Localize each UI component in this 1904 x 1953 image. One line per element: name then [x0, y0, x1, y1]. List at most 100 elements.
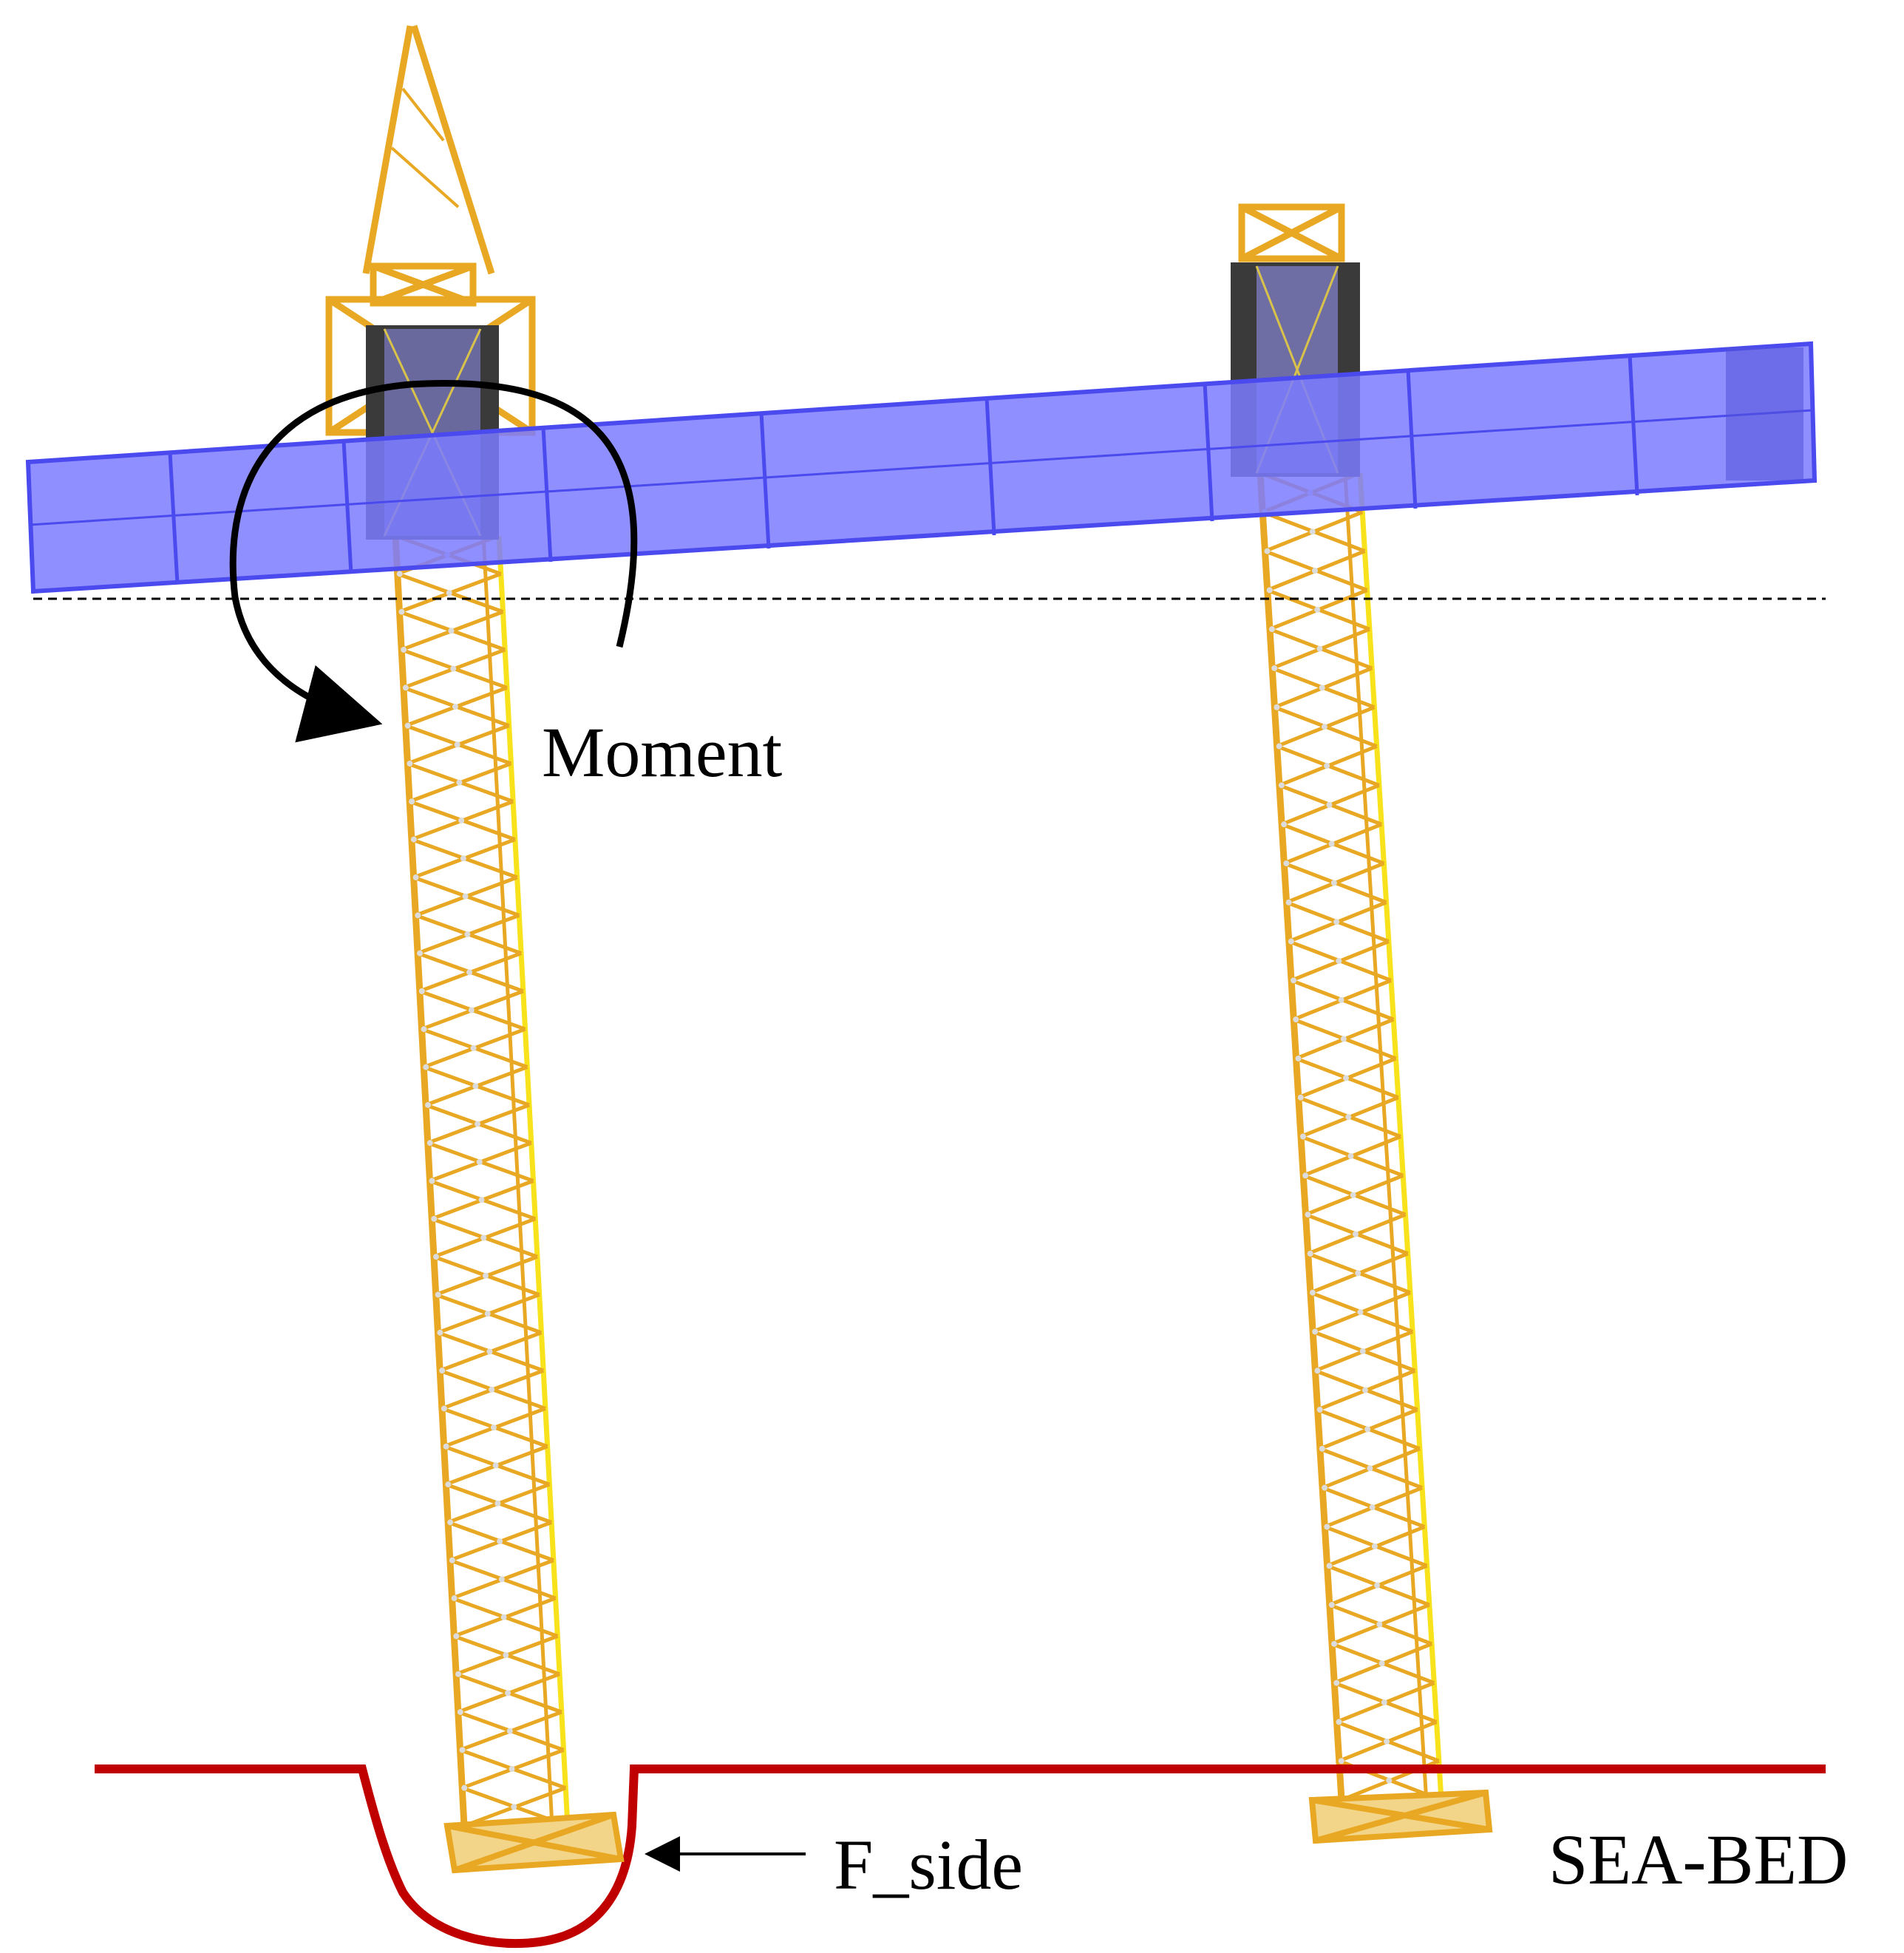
leg-node — [476, 1158, 483, 1165]
leg-node — [1328, 840, 1335, 847]
leg-node — [1319, 685, 1325, 691]
leg-node — [426, 1140, 433, 1147]
leg-node — [396, 571, 403, 577]
leg-node — [1384, 1738, 1390, 1745]
leg-node — [404, 722, 411, 729]
leg-node — [443, 1443, 449, 1450]
leg-node — [410, 836, 417, 843]
leg-node — [1350, 1192, 1356, 1198]
leg-node — [1285, 899, 1292, 906]
leg-node — [1343, 1075, 1350, 1081]
leg-node — [1312, 1328, 1319, 1335]
leg-node — [1328, 1602, 1335, 1609]
leg-node — [1316, 645, 1323, 652]
leg-node — [1283, 860, 1290, 866]
leg-node — [432, 1254, 439, 1260]
leg-node — [450, 665, 457, 672]
leg-node — [1359, 1348, 1366, 1354]
leg-node — [1293, 1016, 1299, 1023]
leg-node — [466, 969, 473, 976]
leg-node — [468, 1007, 475, 1013]
leg-node — [1291, 977, 1297, 984]
leg-node — [455, 1671, 462, 1677]
leg-node — [1355, 1270, 1361, 1277]
leg-node — [1386, 1777, 1393, 1784]
leg-node — [1326, 801, 1333, 808]
leg-node — [1381, 1699, 1387, 1706]
leg-node — [1300, 1133, 1306, 1140]
leg-node — [449, 1557, 455, 1563]
leg-node — [418, 988, 425, 994]
leg-node — [500, 1614, 507, 1620]
seabed-line — [95, 1765, 1826, 1949]
leg-node — [472, 1083, 479, 1090]
leg-node — [486, 1348, 493, 1355]
moment-arrow — [229, 380, 638, 743]
leg-node — [1305, 1212, 1311, 1218]
leg-node — [1271, 665, 1278, 671]
leg-node — [452, 703, 458, 710]
leg-node — [435, 1291, 441, 1298]
leg-node — [1369, 1504, 1376, 1511]
leg-node — [482, 1272, 489, 1279]
leg-node — [1281, 821, 1288, 828]
leg-node — [425, 1101, 432, 1108]
leg-node — [421, 1026, 427, 1033]
leg-node — [1371, 1543, 1378, 1549]
leg-node — [480, 1234, 487, 1241]
f-side-label: F_side — [834, 1825, 1023, 1904]
left-leg-lattice — [392, 533, 571, 1828]
leg-node — [1347, 1152, 1354, 1159]
leg-node — [1345, 1114, 1352, 1121]
leg-node — [409, 798, 415, 805]
leg-node — [407, 760, 413, 767]
right-leg-footing — [1308, 1789, 1493, 1844]
leg-node — [1367, 1465, 1373, 1472]
leg-node — [1364, 1426, 1371, 1433]
leg-node — [509, 1766, 515, 1773]
leg-node — [494, 1500, 501, 1507]
leg-node — [470, 1045, 477, 1051]
leg-node — [1309, 1289, 1316, 1296]
leg-node — [1333, 1679, 1340, 1686]
leg-node — [1307, 1250, 1313, 1257]
leg-node — [511, 1804, 517, 1810]
leg-node — [1374, 1582, 1381, 1589]
right-leg-top — [1238, 203, 1345, 262]
leg-node — [1309, 529, 1316, 535]
leg-node — [497, 1538, 503, 1545]
leg-node — [1302, 1172, 1309, 1179]
leg-node — [505, 1690, 511, 1696]
leg-node — [478, 1197, 485, 1203]
leg-node — [1264, 548, 1271, 554]
leg-node — [402, 685, 409, 691]
leg-node — [484, 1311, 491, 1317]
leg-node — [1361, 1387, 1368, 1393]
leg-node — [1311, 567, 1318, 574]
leg-node — [1324, 762, 1330, 769]
leg-node — [1274, 704, 1280, 710]
leg-chord — [481, 535, 554, 1827]
leg-node — [441, 1405, 447, 1412]
leg-node — [1295, 1055, 1302, 1062]
leg-node — [462, 893, 469, 900]
leg-node — [1376, 1621, 1383, 1628]
leg-node — [460, 855, 466, 862]
leg-node — [1336, 1719, 1342, 1725]
leg-node — [464, 931, 471, 937]
leg-node — [1314, 1368, 1321, 1374]
crane-boom — [362, 24, 495, 275]
leg-node — [429, 1178, 435, 1184]
leg-node — [475, 1121, 481, 1127]
leg-node — [1338, 1758, 1344, 1765]
leg-node — [1316, 1407, 1323, 1413]
leg-node — [457, 1709, 463, 1716]
leg-node — [1357, 1309, 1364, 1316]
moment-label: Moment — [542, 713, 783, 792]
leg-chord — [1343, 472, 1429, 1801]
leg-node — [1288, 938, 1294, 945]
leg-node — [431, 1215, 438, 1222]
leg-node — [1338, 996, 1344, 1003]
